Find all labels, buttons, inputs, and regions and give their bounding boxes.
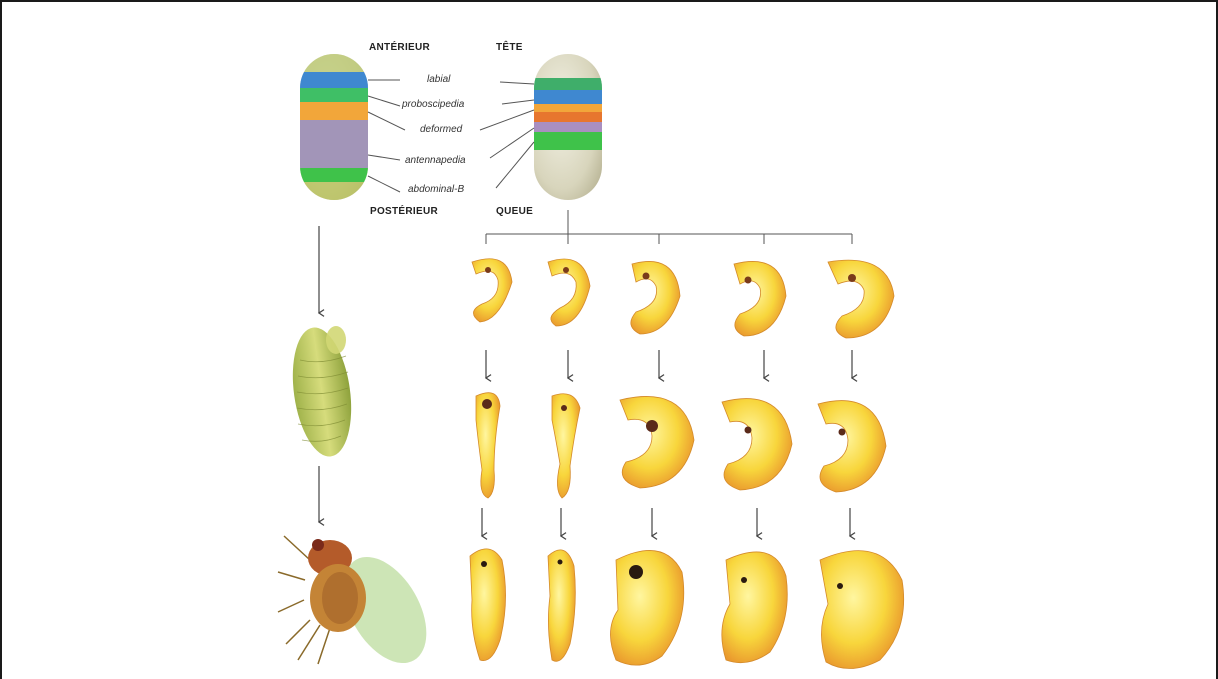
mouse-arrows-1 <box>486 350 852 378</box>
branch-tree <box>486 210 852 244</box>
tail-label: QUEUE <box>496 206 533 217</box>
mouse-embryo-row-1 <box>472 259 894 338</box>
drosophila-embryo <box>300 54 368 200</box>
gene-label-abdominal-b: abdominal-B <box>408 184 464 195</box>
gene-label-proboscipedia: proboscipedia <box>402 99 464 110</box>
mouse-embryo-row-2 <box>476 393 886 498</box>
gene-leader-lines <box>368 80 534 192</box>
posterior-label: POSTÉRIEUR <box>370 206 438 217</box>
mouse-arrows-2 <box>482 508 850 536</box>
adult-fly <box>278 536 443 677</box>
gene-label-labial: labial <box>427 74 450 85</box>
gene-label-deformed: deformed <box>420 124 462 135</box>
gene-label-antennapedia: antennapedia <box>405 155 466 166</box>
mouse-embryo <box>534 54 602 200</box>
head-label: TÊTE <box>496 42 523 53</box>
mouse-fetus-row-3 <box>470 549 904 669</box>
anterior-label: ANTÉRIEUR <box>369 42 430 53</box>
fly-pupa <box>285 324 359 461</box>
